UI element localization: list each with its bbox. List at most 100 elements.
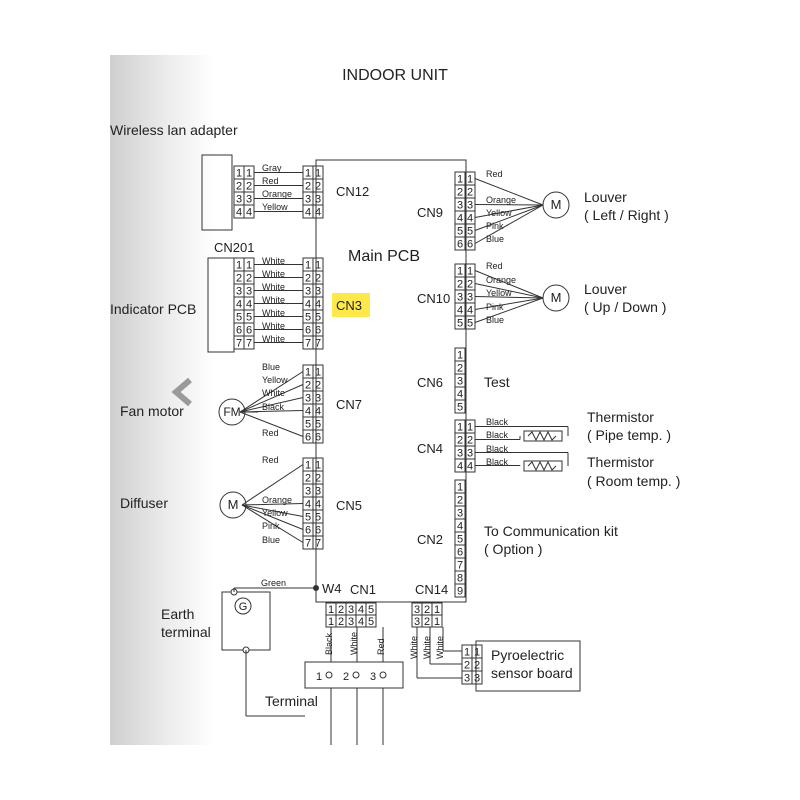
comm-kit-label-2: ( Option ) bbox=[484, 541, 542, 557]
cn201-label: CN201 bbox=[214, 240, 254, 255]
cn5-wire-7: Blue bbox=[262, 535, 280, 545]
svg-text:4: 4 bbox=[457, 521, 463, 533]
svg-text:2: 2 bbox=[457, 495, 463, 507]
svg-text:1: 1 bbox=[315, 367, 321, 379]
svg-text:2: 2 bbox=[457, 279, 463, 291]
svg-text:2: 2 bbox=[246, 181, 252, 193]
svg-text:5: 5 bbox=[305, 512, 311, 524]
thermistor-room-label-1: Thermistor bbox=[587, 454, 654, 470]
svg-text:4: 4 bbox=[457, 305, 463, 317]
svg-text:1: 1 bbox=[246, 168, 252, 180]
cn5-label: CN5 bbox=[336, 498, 362, 513]
svg-text:3: 3 bbox=[305, 194, 311, 206]
svg-text:3: 3 bbox=[315, 486, 321, 498]
louver-lr-label-2: ( Left / Right ) bbox=[584, 207, 669, 223]
cn3-highlight bbox=[332, 293, 370, 317]
svg-text:1: 1 bbox=[236, 168, 242, 180]
svg-text:7: 7 bbox=[315, 538, 321, 550]
svg-text:6: 6 bbox=[467, 239, 473, 251]
fan-motor-label: Fan motor bbox=[120, 403, 184, 419]
svg-text:2: 2 bbox=[474, 660, 480, 672]
louver-lr-label-1: Louver bbox=[584, 189, 627, 205]
svg-text:1: 1 bbox=[467, 266, 473, 278]
svg-text:2: 2 bbox=[315, 473, 321, 485]
svg-text:7: 7 bbox=[315, 338, 321, 350]
svg-text:3: 3 bbox=[467, 292, 473, 304]
svg-text:4: 4 bbox=[315, 499, 321, 511]
svg-text:2: 2 bbox=[236, 181, 242, 193]
svg-text:4: 4 bbox=[315, 406, 321, 418]
svg-text:2: 2 bbox=[457, 363, 463, 375]
earth-symbol: G bbox=[239, 601, 248, 613]
svg-text:4: 4 bbox=[457, 389, 463, 401]
w4-label: W4 bbox=[322, 581, 342, 596]
svg-text:4: 4 bbox=[358, 604, 364, 616]
svg-text:1: 1 bbox=[457, 350, 463, 362]
svg-text:9: 9 bbox=[457, 586, 463, 598]
svg-text:3: 3 bbox=[464, 673, 470, 685]
svg-text:2: 2 bbox=[305, 273, 311, 285]
main-pcb-label: Main PCB bbox=[348, 248, 420, 265]
svg-text:2: 2 bbox=[467, 279, 473, 291]
cn5-wire-4: Orange bbox=[262, 495, 292, 505]
svg-text:1: 1 bbox=[305, 367, 311, 379]
svg-text:4: 4 bbox=[457, 461, 463, 473]
wireless-lan-adapter-label: Wireless lan adapter bbox=[110, 122, 238, 138]
cn3-wire-7: White bbox=[262, 334, 285, 344]
svg-text:6: 6 bbox=[315, 325, 321, 337]
fan-motor-symbol: FM bbox=[223, 405, 240, 419]
svg-text:3: 3 bbox=[305, 286, 311, 298]
svg-text:5: 5 bbox=[305, 419, 311, 431]
svg-text:3: 3 bbox=[305, 393, 311, 405]
svg-text:2: 2 bbox=[467, 187, 473, 199]
cn9-wire-6: Blue bbox=[486, 234, 504, 244]
svg-text:1: 1 bbox=[467, 174, 473, 186]
svg-text:1: 1 bbox=[434, 604, 440, 616]
cn7-wire-6: Red bbox=[262, 428, 279, 438]
svg-text:3: 3 bbox=[467, 448, 473, 460]
svg-text:5: 5 bbox=[315, 312, 321, 324]
cn9-wire-5: Pink bbox=[486, 221, 504, 231]
svg-text:4: 4 bbox=[236, 299, 242, 311]
svg-text:3: 3 bbox=[457, 292, 463, 304]
cn7-wire-3: White bbox=[262, 388, 285, 398]
cn4-wire-2: Black bbox=[486, 430, 509, 440]
cn9-wire-3: Orange bbox=[486, 195, 516, 205]
svg-text:7: 7 bbox=[305, 338, 311, 350]
svg-text:2: 2 bbox=[338, 616, 344, 628]
svg-text:5: 5 bbox=[457, 226, 463, 238]
cn14-wire-2: White bbox=[422, 636, 432, 659]
cn5-wire-6: Pink bbox=[262, 521, 280, 531]
chevron-left-icon[interactable] bbox=[171, 377, 192, 407]
cn10-wire-1: Red bbox=[486, 261, 503, 271]
svg-text:2: 2 bbox=[236, 273, 242, 285]
svg-text:5: 5 bbox=[368, 604, 374, 616]
cn7-wire-4: Black bbox=[262, 402, 285, 412]
svg-text:3: 3 bbox=[370, 671, 376, 683]
pyro-sensor-label-1: Pyroelectric bbox=[491, 647, 564, 663]
svg-text:1: 1 bbox=[464, 647, 470, 659]
cn12-label: CN12 bbox=[336, 184, 369, 199]
svg-text:7: 7 bbox=[236, 338, 242, 350]
svg-text:1: 1 bbox=[457, 482, 463, 494]
cn1-wire-black: Black bbox=[324, 632, 334, 655]
svg-text:1: 1 bbox=[236, 260, 242, 272]
svg-text:5: 5 bbox=[315, 419, 321, 431]
cn10-wire-2: Orange bbox=[486, 275, 516, 285]
svg-text:5: 5 bbox=[236, 312, 242, 324]
svg-text:4: 4 bbox=[467, 213, 473, 225]
svg-text:8: 8 bbox=[457, 573, 463, 585]
svg-text:4: 4 bbox=[246, 207, 252, 219]
svg-text:4: 4 bbox=[236, 207, 242, 219]
svg-text:3: 3 bbox=[236, 286, 242, 298]
svg-text:1: 1 bbox=[305, 460, 311, 472]
svg-text:2: 2 bbox=[457, 435, 463, 447]
cn9-label: CN9 bbox=[417, 205, 443, 220]
svg-text:1: 1 bbox=[246, 260, 252, 272]
comm-kit-label-1: To Communication kit bbox=[484, 523, 618, 539]
svg-text:4: 4 bbox=[315, 207, 321, 219]
svg-text:5: 5 bbox=[305, 312, 311, 324]
thermistor-pipe-label-2: ( Pipe temp. ) bbox=[587, 427, 671, 443]
svg-text:2: 2 bbox=[246, 273, 252, 285]
diffuser-label: Diffuser bbox=[120, 495, 168, 511]
